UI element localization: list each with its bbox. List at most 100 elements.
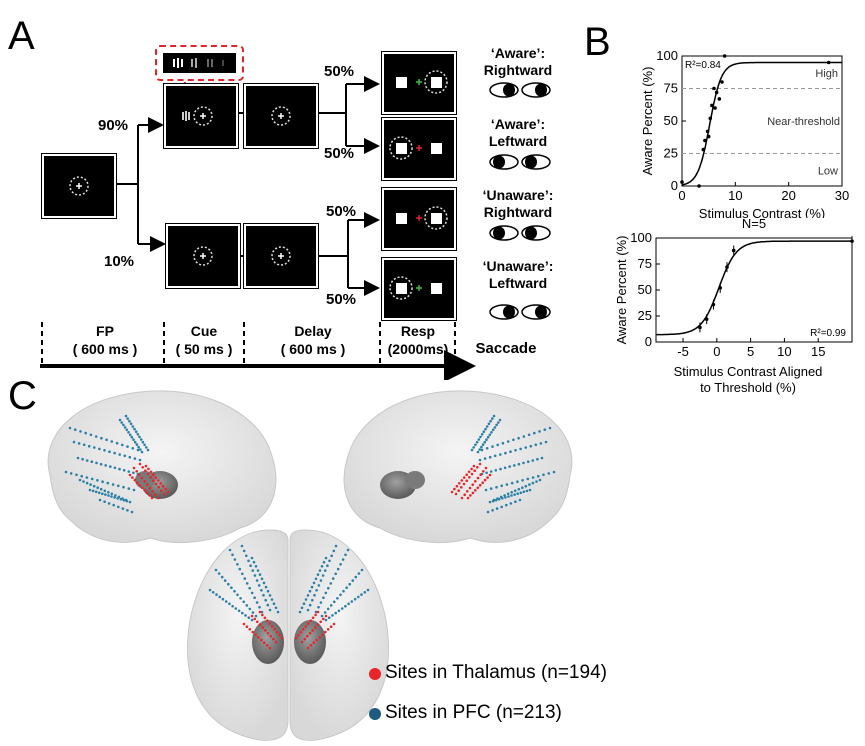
pfc-site (264, 585, 268, 589)
pfc-site (512, 438, 515, 442)
stage-name: Saccade (475, 340, 537, 357)
thalamus-site (260, 638, 263, 642)
pfc-site (543, 428, 547, 431)
pfc-site (98, 447, 101, 451)
pfc-site (258, 605, 261, 609)
pfc-site (506, 492, 510, 496)
thalamus-site (157, 486, 160, 489)
pfc-site (145, 446, 148, 449)
thalamus-site (261, 626, 264, 629)
thalamus-site (324, 630, 327, 634)
x-tick-label: 0 (678, 188, 685, 203)
pfc-site (260, 577, 264, 581)
x-tick-label: 10 (777, 344, 791, 359)
pfc-site (247, 616, 251, 619)
thalamus-site (265, 644, 269, 647)
pfc-site (90, 477, 94, 481)
thalamus-site (261, 613, 264, 617)
thalamus-site (262, 641, 266, 644)
pfc-site (113, 466, 117, 470)
pfc-site (122, 469, 126, 472)
pfc-site (75, 473, 78, 477)
pfc-site (64, 470, 68, 474)
thalamus-site (258, 610, 262, 614)
pfc-site (130, 435, 134, 439)
pfc-site (300, 606, 304, 610)
thalamus-site (300, 640, 304, 644)
pfc-site (354, 575, 358, 579)
pfc-site (513, 493, 516, 496)
thalamus-site (474, 489, 477, 492)
pfc-site (274, 606, 278, 610)
pfc-site (272, 602, 276, 605)
pfc-site (132, 488, 136, 492)
thalamus-site (146, 472, 150, 476)
pfc-site (130, 510, 134, 514)
pfc-site (491, 509, 494, 512)
fit-curve (681, 61, 842, 186)
thalamus-site (454, 492, 458, 496)
pfc-site (533, 431, 536, 435)
pfc-site (89, 483, 92, 486)
stage-name: Delay (294, 323, 332, 339)
thalamus-site (138, 473, 141, 476)
thalamus-site (257, 636, 260, 639)
pfc-site (496, 443, 500, 447)
pfc-site (249, 564, 252, 567)
thalamus-site (294, 636, 298, 640)
pfc-site (304, 598, 308, 601)
pfc-site (484, 488, 488, 492)
pfc-site (495, 485, 498, 489)
thalamus-site (299, 630, 303, 634)
brain-axial (187, 529, 389, 741)
pfc-site (119, 497, 123, 501)
pfc-site (500, 484, 504, 488)
pfc-site (230, 586, 233, 589)
pfc-site (270, 598, 274, 601)
thalamus-site (474, 480, 477, 483)
pfc-site (223, 579, 227, 582)
pfc-site (114, 494, 117, 497)
pfc-site (482, 430, 486, 433)
pfc-site (126, 445, 129, 448)
pfc-site (243, 577, 247, 580)
thalamus-site (250, 614, 254, 618)
pfc-site (537, 474, 540, 478)
pfc-site (262, 581, 266, 585)
thalamus-site (318, 636, 321, 639)
pfc-site (256, 569, 260, 572)
pfc-site (320, 565, 324, 568)
pfc-site (470, 448, 474, 452)
thalamus-site (151, 490, 154, 493)
pfc-site (516, 492, 519, 495)
thalamus-site (309, 619, 313, 622)
pfc-site (231, 553, 234, 557)
pfc-site (122, 498, 126, 502)
pfc-site (348, 582, 352, 586)
pfc-site (320, 614, 324, 618)
thalamus-site (138, 462, 142, 466)
thalamus-site (450, 490, 454, 494)
pfc-site (497, 421, 500, 424)
pfc-site (85, 459, 89, 462)
thalamus-site (478, 462, 482, 466)
pfc-site (94, 435, 98, 438)
thalamus-site (462, 482, 466, 486)
y-tick-label: 100 (656, 48, 678, 63)
thalamus-site (471, 491, 475, 495)
data-point (701, 147, 706, 152)
thalamus-site (138, 483, 142, 487)
pfc-site (334, 544, 338, 548)
pfc-site (220, 575, 224, 579)
thalamus-site (266, 632, 270, 635)
thalamus-site (470, 467, 473, 471)
pfc-site (96, 486, 99, 489)
thalamus-site (488, 473, 492, 477)
pfc-site (505, 503, 508, 507)
thalamus-site (324, 614, 328, 618)
thalamus-site (154, 482, 158, 486)
pfc-site (485, 471, 488, 475)
thalamus-site (140, 486, 144, 490)
thalamus-site (329, 625, 333, 628)
pfc-site (253, 574, 257, 577)
